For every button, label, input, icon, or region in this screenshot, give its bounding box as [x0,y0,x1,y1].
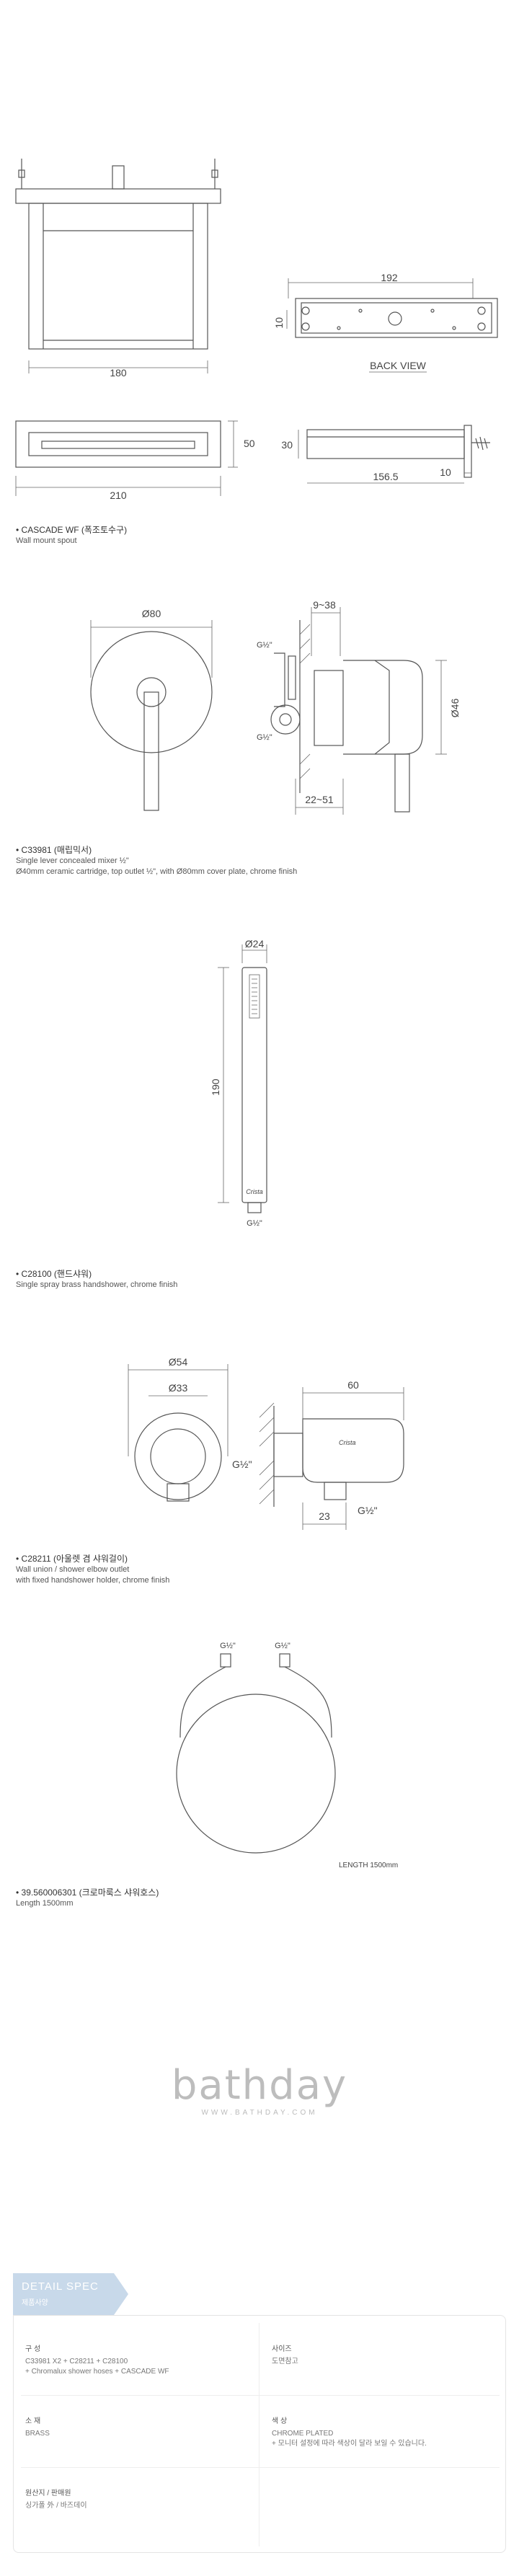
outlet-dim-54: Ø54 [169,1356,188,1368]
spec-size-label: 사이즈 [272,2345,292,2353]
spec-size-line-1: 도면참고 [272,2358,298,2365]
detail-spec-tab-fold [114,2273,128,2315]
hose-title: 39.560006301 (크로마룩스 샤워호스) [16,1887,159,1898]
cascade-desc-1: Wall mount spout [16,536,77,545]
cascade-dim-50: 50 [244,438,255,449]
spec-composition-line-1: C33981 X2 + C28211 + C28100 [25,2358,128,2365]
handshower-desc-1: Single spray brass handshower, chrome fi… [16,1280,178,1289]
handshower-drawing: Ø24 Crista 190 G½" [210,938,267,1228]
spec-color: 색 상 CHROME PLATED + 모니터 설정에 따라 색상이 달라 보일… [272,2417,427,2449]
spec-divider-h1 [21,2395,500,2396]
spec-material-label: 소 재 [25,2417,41,2425]
detail-spec-panel: 구 성 C33981 X2 + C28211 + C28100 + Chroma… [13,2315,506,2553]
outlet-caption: C28211 (아울렛 겸 샤워걸이) Wall union / shower … [16,1554,169,1586]
cascade-title: CASCADE WF (폭조토수구) [16,525,128,536]
detail-spec-subtitle: 제품사양 [22,2299,48,2307]
hose-thread-left: G½" [220,1642,236,1650]
hose-thread-right: G½" [275,1642,290,1650]
outlet-thread-right: G½" [358,1505,378,1516]
detail-spec-title: DETAIL SPEC [22,2280,99,2293]
cascade-dim-180: 180 [110,367,127,379]
bathday-logo: bathday [171,2062,348,2109]
mixer-dim-9-38: 9~38 [313,599,336,611]
detail-spec-tab: DETAIL SPEC 제품사양 [13,2273,114,2315]
mixer-dim-plate: Ø80 [142,608,161,619]
spec-color-line-1: CHROME PLATED [272,2430,334,2438]
brand-block: bathday WWW.BATHDAY.COM [0,2062,519,2117]
cascade-caption: CASCADE WF (폭조토수구) Wall mount spout [16,525,127,546]
cascade-dim-back-10: 10 [273,317,285,329]
spec-material: 소 재 BRASS [25,2417,50,2439]
outlet-drawing: Ø54 Ø33 G½" Crista 60 23 G½" [128,1356,404,1530]
spec-origin: 원산지 / 판매원 싱가폴 外 / 바즈데이 [25,2489,87,2511]
handshower-dim-24: Ø24 [245,938,265,950]
spec-origin-line-1: 싱가폴 外 / 바즈데이 [25,2502,87,2510]
outlet-thread-left: G½" [232,1459,252,1470]
mixer-desc-1: Single lever concealed mixer ½" [16,857,129,865]
spec-composition: 구 성 C33981 X2 + C28211 + C28100 + Chroma… [25,2345,169,2377]
spec-composition-line-2: + Chromalux shower hoses + CASCADE WF [25,2368,169,2376]
handshower-dim-190: 190 [210,1079,221,1096]
mixer-caption: C33981 (매립믹서) Single lever concealed mix… [16,845,297,877]
handshower-title: C28100 (핸드샤워) [16,1269,177,1280]
mixer-drawing: Ø80 9~38 G½" G½" Ø46 22~51 [90,599,461,815]
outlet-dim-33: Ø33 [169,1382,188,1394]
outlet-title: C28211 (아울렛 겸 샤워걸이) [16,1554,169,1564]
hose-desc-1: Length 1500mm [16,1899,74,1908]
outlet-desc-1: Wall union / shower elbow outlet [16,1565,130,1574]
outlet-desc-2: with fixed handshower holder, chrome fin… [16,1576,170,1585]
cascade-dim-210: 210 [110,490,127,501]
outlet-brand-mark: Crista [339,1439,356,1446]
handshower-thread: G½" [247,1219,262,1228]
mixer-desc-2: Ø40mm ceramic cartridge, top outlet ½", … [16,867,298,876]
hose-length-label: LENGTH 1500mm [339,1862,398,1869]
spec-origin-label: 원산지 / 판매원 [25,2489,71,2497]
outlet-dim-23: 23 [319,1510,330,1522]
spec-color-label: 색 상 [272,2417,288,2425]
spec-color-line-2: + 모니터 설정에 따라 색상이 달라 보일 수 있습니다. [272,2440,427,2448]
spec-material-line-1: BRASS [25,2430,50,2438]
bathday-url: WWW.BATHDAY.COM [201,2109,318,2117]
mixer-dim-22-51: 22~51 [305,794,334,805]
mixer-thread-top: G½" [257,641,272,650]
outlet-dim-60: 60 [347,1379,359,1391]
spec-divider-v [259,2323,260,2546]
handshower-brand-mark: Crista [246,1188,263,1195]
mixer-dim-46: Ø46 [449,699,461,718]
cascade-dim-156: 156.5 [373,471,398,482]
cascade-front-drawing: 180 192 10 BACK VIEW 50 210 30 156.5 10 [15,159,498,501]
cascade-back-view-label: BACK VIEW [370,360,427,371]
hose-drawing: G½" G½" LENGTH 1500mm [176,1642,398,1869]
hose-caption: 39.560006301 (크로마룩스 샤워호스) Length 1500mm [16,1887,159,1909]
spec-divider-h2 [21,2467,500,2468]
spec-composition-label: 구 성 [25,2345,41,2353]
mixer-title: C33981 (매립믹서) [16,845,297,856]
cascade-dim-30: 30 [281,439,293,451]
cascade-dim-192: 192 [381,272,398,283]
handshower-caption: C28100 (핸드샤워) Single spray brass handsho… [16,1269,177,1291]
cascade-dim-side-10: 10 [440,466,451,478]
spec-size: 사이즈 도면참고 [272,2345,298,2367]
mixer-thread-bottom: G½" [257,733,272,742]
